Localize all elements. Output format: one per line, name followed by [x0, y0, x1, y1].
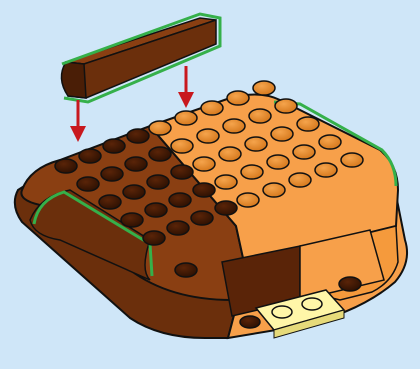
brown-stud — [123, 185, 145, 199]
brown-stud — [171, 165, 193, 179]
orange-stud — [263, 183, 285, 197]
brown-stud — [193, 183, 215, 197]
brown-stud — [103, 139, 125, 153]
brown-stud — [167, 221, 189, 235]
orange-stud — [319, 135, 341, 149]
arrow-right — [178, 66, 194, 108]
orange-stud — [237, 193, 259, 207]
orange-stud — [271, 127, 293, 141]
brown-stud — [99, 195, 121, 209]
orange-stud — [241, 165, 263, 179]
orange-stud — [219, 147, 241, 161]
brown-stud — [147, 175, 169, 189]
brown-stud — [79, 149, 101, 163]
brown-stud — [121, 213, 143, 227]
brown-stud — [149, 147, 171, 161]
orange-stud — [275, 99, 297, 113]
brown-stud — [143, 231, 165, 245]
orange-stud — [249, 109, 271, 123]
orange-stud — [245, 137, 267, 151]
orange-stud — [223, 119, 245, 133]
orange-stud — [293, 145, 315, 159]
brown-stud — [169, 193, 191, 207]
brick-end-curve — [61, 62, 86, 98]
brown-stud — [55, 159, 77, 173]
orange-stud — [289, 173, 311, 187]
brown-stud — [215, 201, 237, 215]
orange-stud — [267, 155, 289, 169]
new-brick-piece — [61, 14, 220, 102]
brown-stud — [77, 177, 99, 191]
orange-stud — [171, 139, 193, 153]
orange-stud — [215, 175, 237, 189]
orange-stud — [201, 101, 223, 115]
brown-stud — [125, 157, 147, 171]
brown-stud — [101, 167, 123, 181]
brown-stud — [127, 129, 149, 143]
brown-stud — [191, 211, 213, 225]
orange-stud — [175, 111, 197, 125]
orange-stud — [227, 91, 249, 105]
orange-stud — [253, 81, 275, 95]
orange-stud — [297, 117, 319, 131]
orange-stud — [149, 121, 171, 135]
arrow-left — [70, 100, 86, 142]
orange-stud — [197, 129, 219, 143]
orange-stud — [193, 157, 215, 171]
brown-stud — [145, 203, 167, 217]
orange-stud — [341, 153, 363, 167]
orange-stud — [315, 163, 337, 177]
